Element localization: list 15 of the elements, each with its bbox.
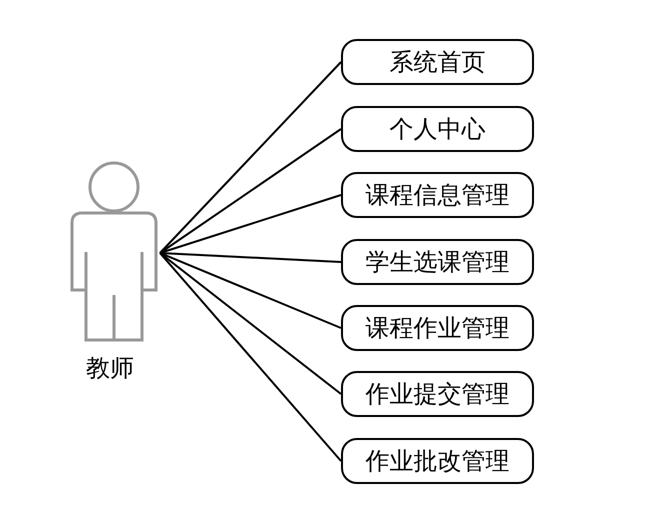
connector-line [160, 252, 342, 263]
actor-label: 教师 [86, 353, 134, 384]
use-case-box: 作业提交管理 [341, 371, 534, 417]
use-case-box: 系统首页 [341, 39, 534, 85]
use-case-box: 学生选课管理 [341, 239, 534, 285]
use-case-box: 课程作业管理 [341, 305, 534, 351]
connector-line [159, 61, 342, 254]
connector-line [159, 128, 342, 254]
connector-line [159, 252, 342, 462]
connector-line [160, 194, 342, 254]
use-case-box: 课程信息管理 [341, 172, 534, 218]
use-case-box: 个人中心 [341, 106, 534, 152]
connector-line [159, 252, 342, 395]
connector-line [160, 252, 342, 329]
use-case-box: 作业批改管理 [341, 438, 534, 484]
